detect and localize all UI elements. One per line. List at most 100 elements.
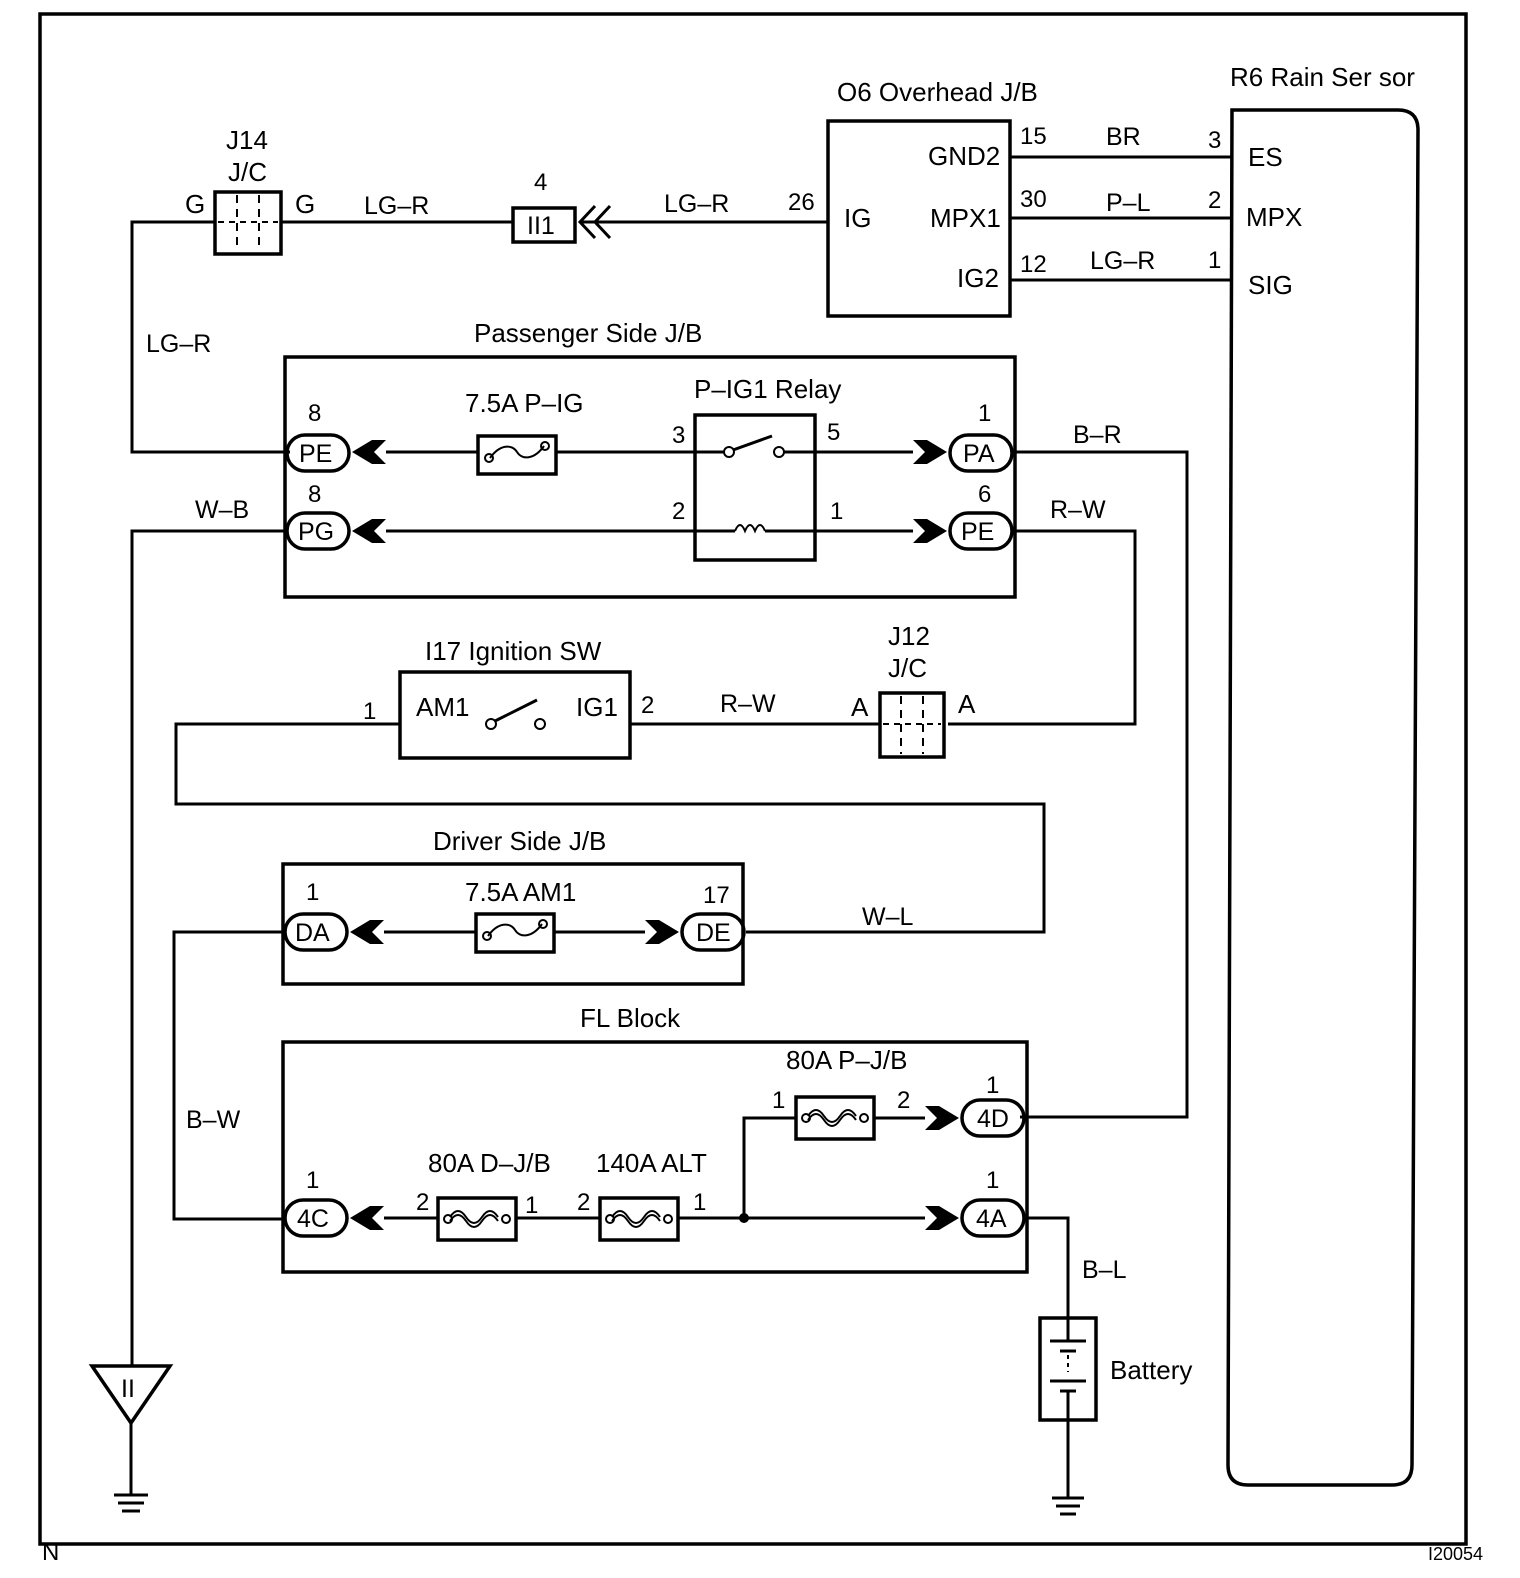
pa-pin: 1 — [978, 400, 991, 427]
fuse-alt-dot-r — [663, 1214, 673, 1224]
es-label: ES — [1248, 142, 1283, 172]
de-label: DE — [696, 919, 731, 947]
pig1-relay-box — [693, 413, 817, 562]
wire-bw — [172, 930, 285, 1221]
sw-arm — [494, 698, 538, 723]
j14-label: J14 — [226, 125, 268, 155]
fuse-alt-dot-l — [605, 1214, 615, 1224]
wire-label-lgr-top: LG–R — [1090, 247, 1155, 275]
wire-rw-pe — [948, 529, 1137, 726]
fuse-djb-label: 80A D–J/B — [428, 1148, 551, 1178]
pin-15: 15 — [1020, 123, 1047, 150]
overhead-jb-label: O6 Overhead J/B — [837, 77, 1038, 107]
sig-label: SIG — [1248, 270, 1293, 300]
am1-label: AM1 — [416, 692, 469, 722]
pa-label: PA — [963, 440, 995, 468]
fuse-djb-symbol-2 — [449, 1210, 499, 1224]
j12-jc-label: J/C — [888, 653, 927, 683]
fuse-djb-dot-r — [501, 1214, 511, 1224]
c4a-arrow — [925, 1206, 959, 1230]
fuse-djb-dot-l — [443, 1214, 453, 1224]
relay-pin-2: 2 — [672, 498, 685, 525]
da-arrow — [350, 920, 384, 944]
pin-12: 12 — [1020, 251, 1047, 278]
ii1-label: II1 — [527, 212, 555, 240]
frame — [38, 12, 1468, 1546]
pa-arrow — [913, 440, 947, 464]
rain-sensor: R6 Rain Ser sor ES MPX SIG 3 2 1 — [1208, 62, 1420, 1487]
pe-left-label: PE — [299, 440, 332, 468]
ignition-sw-label: I17 Ignition SW — [425, 636, 602, 666]
relay-contact-l — [723, 446, 735, 458]
fuse-alt-label: 140A ALT — [596, 1148, 707, 1178]
ground-ii: II — [88, 1364, 174, 1513]
ground-ii-triangle — [88, 1364, 174, 1427]
fuse-pig — [476, 434, 558, 476]
ignition-sw: I17 Ignition SW AM1 IG1 1 2 — [363, 636, 654, 760]
pjb-pin-out: 2 — [897, 1087, 910, 1114]
pe-right-pin: 6 — [978, 481, 991, 508]
sw-pin-1: 1 — [363, 698, 376, 725]
pin-2: 2 — [1208, 187, 1221, 214]
djb-pin-l: 2 — [416, 1189, 429, 1216]
footer-left: N — [42, 1539, 59, 1566]
sw-pin-2: 2 — [641, 692, 654, 719]
driver-jb: Driver Side J/B DA 1 7.5A AM1 DE 17 — [281, 826, 746, 986]
relay-pin-3: 3 — [672, 422, 685, 449]
pjb-pin-in: 1 — [772, 1087, 785, 1114]
wire-br-pa — [1012, 450, 1189, 1119]
c4c-arrow — [350, 1206, 384, 1230]
j14-box — [213, 190, 283, 256]
j12-right-pin: A — [958, 689, 976, 719]
relay-coil — [734, 524, 766, 534]
passenger-jb: Passenger Side J/B PE 8 PG 8 7.5A P–IG P… — [283, 318, 1017, 599]
fuse-pjb — [794, 1095, 876, 1141]
fuse-pjb-symbol — [807, 1113, 857, 1127]
fuse-alt-symbol — [611, 1214, 661, 1228]
driver-jb-label: Driver Side J/B — [433, 826, 606, 856]
da-pin: 1 — [306, 879, 319, 906]
c4c-label: 4C — [297, 1205, 329, 1233]
mpx1-label: MPX1 — [930, 203, 1001, 233]
c4c-pin: 1 — [306, 1167, 319, 1194]
pg-label: PG — [298, 518, 334, 546]
c4a-label: 4A — [976, 1205, 1007, 1233]
fuse-djb-symbol — [449, 1214, 499, 1228]
passenger-jb-label: Passenger Side J/B — [474, 318, 702, 348]
battery-label: Battery — [1110, 1355, 1192, 1385]
c4d-connector — [960, 1098, 1026, 1138]
c4d-arrow — [925, 1106, 959, 1130]
mpx-label: MPX — [1246, 202, 1302, 232]
fuse-am1-dot-r — [538, 919, 548, 929]
fuse-pjb-dot-r — [859, 1113, 869, 1123]
relay-contact-r — [773, 446, 785, 458]
pig1-relay-label: P–IG1 Relay — [694, 374, 841, 404]
j14-right-pin: G — [295, 189, 315, 219]
j12-jc: J12 J/C A A — [851, 621, 976, 759]
pg-pin: 8 — [308, 481, 321, 508]
wire-label-pl: P–L — [1106, 189, 1151, 217]
fuse-djb — [436, 1196, 518, 1242]
fuse-pig-dot-r — [540, 441, 550, 451]
battery: Battery — [1038, 1316, 1192, 1498]
pe-right-label: PE — [961, 518, 994, 546]
c4d-label: 4D — [977, 1105, 1009, 1133]
footer-right: I20054 — [1428, 1544, 1483, 1564]
ignition-sw-box — [398, 670, 632, 760]
c4a-pin: 1 — [986, 1167, 999, 1194]
pe-left-connector — [285, 433, 351, 473]
wire-label-rw-pe: R–W — [1050, 496, 1106, 524]
pe-left-pin: 8 — [308, 400, 321, 427]
ii1-connector: II1 4 — [511, 169, 612, 244]
fl-line-4 — [742, 1116, 796, 1218]
pin-30: 30 — [1020, 186, 1047, 213]
ig1-label: IG1 — [576, 692, 618, 722]
wire-wl — [174, 722, 1046, 934]
pin-1: 1 — [1208, 247, 1221, 274]
de-arrow — [645, 920, 679, 944]
j12-box — [878, 691, 946, 759]
overhead-jb: O6 Overhead J/B GND2 MPX1 IG2 IG 15 30 1… — [788, 77, 1047, 318]
fuse-pig-symbol — [489, 445, 545, 459]
relay-switch-arm — [732, 434, 773, 452]
relay-pin-5: 5 — [827, 419, 840, 446]
